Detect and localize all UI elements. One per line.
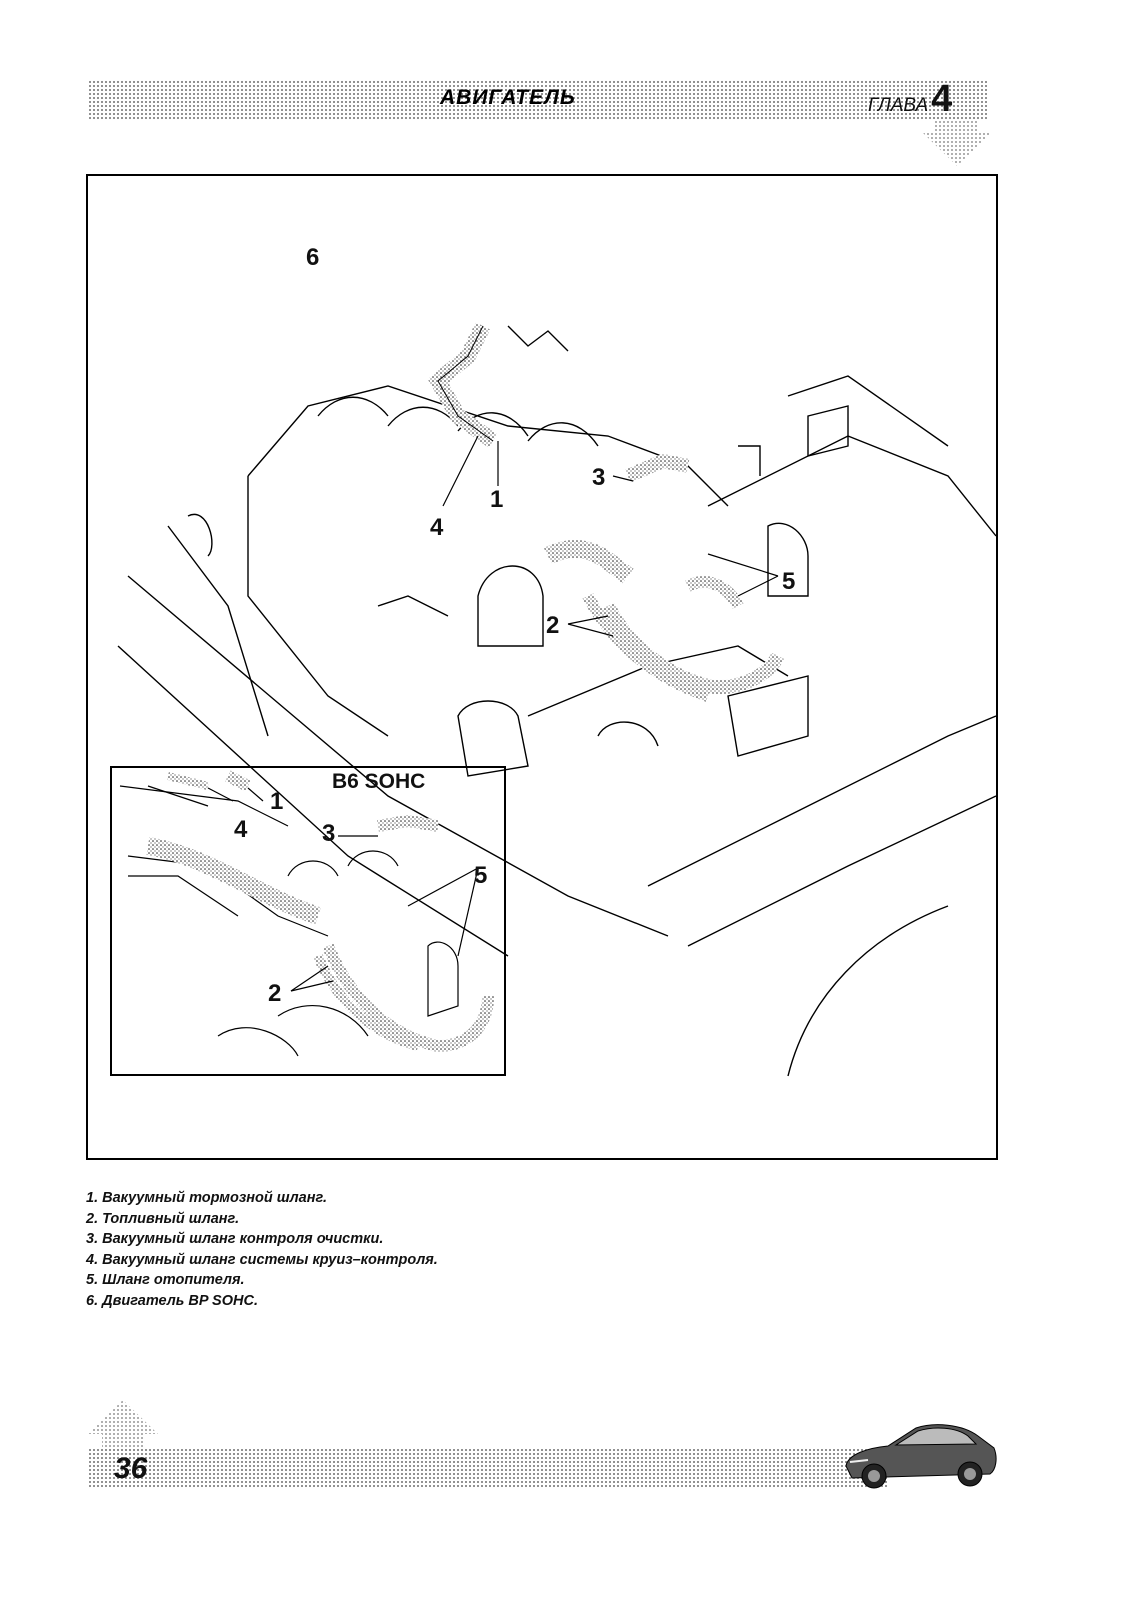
chapter-marker: ГЛАВА 4 <box>868 80 980 122</box>
callout-heater-hose: 5 <box>782 568 796 595</box>
caption-item: 3. Вакуумный шланг контроля очистки. <box>86 1231 384 1248</box>
callout-cruise-hose: 4 <box>430 514 444 541</box>
callout-engine: 6 <box>306 244 320 271</box>
inset-callout-brake-hose: 1 <box>270 788 284 815</box>
inset-callout-cruise-hose: 4 <box>234 816 248 843</box>
caption-item: 5. Шланг отопителя. <box>86 1272 245 1289</box>
callout-purge-hose: 3 <box>592 464 606 491</box>
caption-item: 2. Топливный шланг. <box>86 1210 240 1227</box>
section-title: АВИГАТЕЛЬ <box>440 86 576 109</box>
caption-item: 1. Вакуумный тормозной шланг. <box>86 1190 328 1206</box>
page-number: 36 <box>114 1452 148 1485</box>
chapter-label: ГЛАВА <box>868 95 929 116</box>
inset-callout-fuel-hose: 2 <box>268 980 282 1007</box>
inset-b6-sohc <box>110 766 506 1076</box>
footer-band <box>88 1448 888 1488</box>
arrow-up-icon <box>88 1400 158 1450</box>
callout-fuel-hose: 2 <box>546 612 560 639</box>
engine-figure: 6 1 4 3 5 2 B6 SOHC 1 4 3 5 2 <box>86 174 998 1160</box>
engine-hose-diagram <box>117 322 996 1077</box>
caption-list: 1. Вакуумный тормозной шланг. 2. Топливн… <box>86 1188 438 1312</box>
car-icon <box>845 1424 997 1489</box>
chapter-number: 4 <box>931 78 953 120</box>
caption-item: 4. Вакуумный шланг системы круиз–контрол… <box>86 1251 438 1268</box>
inset-callout-purge-hose: 3 <box>322 820 336 847</box>
inset-title: B6 SOHC <box>332 770 426 793</box>
caption-item: 6. Двигатель BP SOHC. <box>86 1292 258 1309</box>
callout-brake-hose: 1 <box>490 486 504 513</box>
arrow-down-icon <box>922 120 992 166</box>
header-band <box>88 80 988 120</box>
inset-callout-heater-hose: 5 <box>474 862 488 889</box>
